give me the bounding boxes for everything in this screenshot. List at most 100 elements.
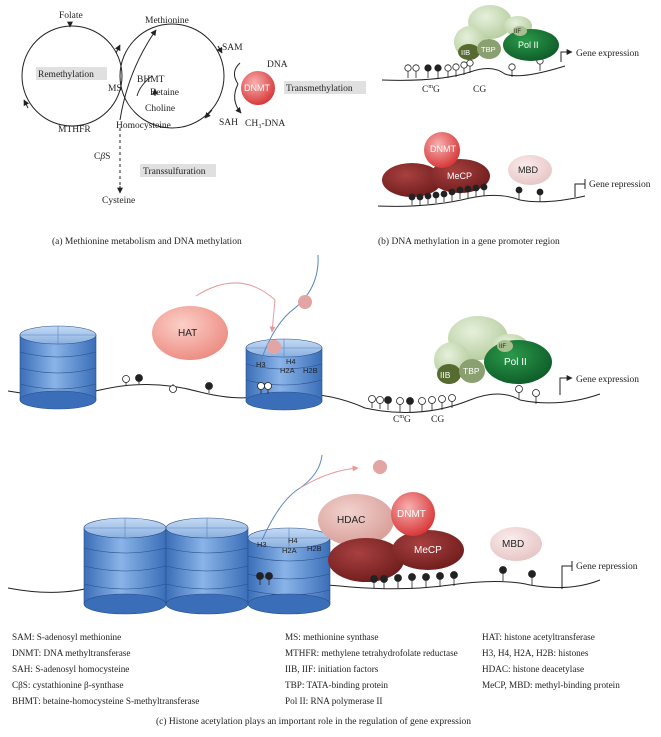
h2a-label-c1: H2A [280, 366, 295, 375]
hat-label: HAT [178, 328, 197, 339]
cmg-label-c: CmG [393, 414, 411, 425]
legend-ms: MS: methionine synthase [285, 632, 378, 642]
h2a-label-c2: H2A [282, 546, 297, 555]
iib-label-b: IIB [461, 48, 470, 57]
gene-repression-label-c: Gene repression [576, 562, 638, 572]
caption-c: (c) Histone acetylation plays an importa… [156, 716, 471, 727]
lollipops-c2 [256, 566, 536, 589]
mbd-b [508, 155, 552, 185]
caption-a: (a) Methionine metabolism and DNA methyl… [52, 236, 242, 247]
legend: SAM: S-adenosyl methionine DNMT: DNA met… [12, 632, 620, 727]
gene-expression-label-c: Gene expression [576, 375, 639, 385]
panel-b: IIF IIB TBP Pol II Gene expression CmG C… [377, 5, 651, 247]
iif-label-b: IIF [514, 29, 521, 35]
acetyl-group-c1 [298, 295, 312, 309]
cysteine-label: Cysteine [102, 196, 135, 206]
gene-repression-bar-c [561, 565, 572, 589]
sah-arrow [204, 109, 213, 119]
histone-cyl-c2 [245, 338, 323, 411]
hdac-label: HDAC [337, 515, 365, 526]
h3-label-c2: H3 [257, 540, 267, 549]
transmethylation-box [284, 81, 366, 94]
mbd-c [490, 527, 542, 561]
gene-expression-arrow-b [560, 49, 573, 62]
gene-repression-bar-b [574, 183, 585, 197]
legend-iib-iif: IIB, IIF: initiation factors [285, 664, 379, 674]
dnmt-label-a: DNMT [244, 83, 270, 93]
lollipops-b2 [408, 183, 544, 205]
legend-hat: HAT: histone acetyltransferase [482, 632, 595, 642]
tbp-label-c: TBP [463, 366, 480, 376]
sam-arrow [216, 45, 223, 54]
dna-strand-b1 [381, 65, 566, 81]
ch3dna-out [234, 83, 242, 114]
remethylation-box [36, 67, 107, 80]
pol2-b [503, 29, 559, 61]
transsulfuration-box [140, 164, 216, 177]
legend-histones: H3, H4, H2A, H2B: histones [482, 648, 589, 658]
histone-cyl-c1 [19, 325, 97, 410]
tbp-b [477, 39, 501, 59]
h4-label-c2: H4 [288, 536, 298, 545]
dnmt-circle-a [241, 71, 275, 105]
mecp-label-b: MeCP [447, 171, 472, 181]
mecp-left-b [382, 163, 442, 197]
h3-label-c1: H3 [256, 360, 266, 369]
cg-label-b: CG [473, 85, 486, 95]
lollipops-b1 [404, 57, 544, 78]
sam-label: SAM [222, 43, 243, 53]
remethylation-label: Remethylation [38, 70, 94, 80]
tbp-c [459, 359, 485, 383]
histone-tail-c2 [261, 454, 323, 541]
dnmt-circle-c [391, 492, 435, 536]
dna-in [234, 62, 241, 85]
iif-c [497, 340, 513, 352]
bhmt-arrow [119, 29, 157, 121]
legend-mecp-mbd: MeCP, MBD: methyl-binding protein [482, 680, 620, 690]
caption-b: (b) DNA methylation in a gene promoter r… [378, 236, 560, 247]
legend-tbp: TBP: TATA-binding protein [285, 680, 388, 690]
mecp-left-c [328, 538, 404, 582]
h2b-label-c1: H2B [303, 366, 318, 375]
hdac-ellipse [318, 494, 394, 546]
acetyl-group-c2 [267, 340, 281, 354]
dna-label: DNA [267, 60, 288, 70]
mecp-label-c: MeCP [414, 545, 442, 556]
legend-dnmt: DNMT: DNA methyltransferase [12, 648, 130, 658]
pol2-label-c: Pol II [504, 357, 527, 368]
acetyl-group-c3 [373, 460, 387, 474]
bhmt-label: BHMT [137, 75, 165, 85]
iif-label-c: IIF [499, 344, 506, 350]
hdac-arrow [299, 465, 359, 489]
methionine-cycle [119, 23, 225, 129]
h2b-label-c2: H2B [307, 544, 322, 553]
hat-ellipse [152, 306, 228, 360]
legend-mthfr: MTHFR: methylene tetrahydrofolate reduct… [285, 648, 458, 658]
iib-b [458, 44, 480, 60]
iib-label-c: IIB [440, 370, 451, 380]
folate-label: Folate [59, 11, 83, 21]
ms-label: MS [108, 84, 122, 94]
lollipops-c1 [122, 374, 540, 412]
pol2-label-b: Pol II [518, 40, 539, 50]
legend-cbs: CβS: cystathionine β-synthase [12, 680, 123, 690]
mecp-c [392, 530, 464, 570]
transmethylation-label: Transmethylation [286, 84, 353, 94]
gene-expression-label-b: Gene expression [576, 49, 639, 59]
mbd-label-b: MBD [518, 165, 539, 175]
histone-cyl-c4 [165, 517, 249, 615]
tbp-label-b: TBP [481, 45, 496, 54]
betaine-label: Betaine [150, 88, 179, 98]
transsulfuration-label: Transsulfuration [143, 166, 206, 177]
dna-strand-b2 [377, 194, 586, 207]
panel-a: Folate Methionine SAM DNA DNMT Transmeth… [21, 11, 366, 247]
dnmt-circle-b [424, 132, 460, 168]
choline-label: Choline [145, 104, 175, 114]
legend-sah: SAH: S-adenosyl homocysteine [12, 664, 129, 674]
legend-bhmt: BHMT: betaine-homocysteine S-methyltrans… [12, 696, 199, 706]
sah-label: SAH [219, 118, 238, 128]
betaine-path [136, 75, 153, 97]
hat-arrow [195, 282, 276, 333]
histone-cyl-c5 [247, 527, 331, 615]
cmg-label-b: CmG [422, 84, 440, 95]
